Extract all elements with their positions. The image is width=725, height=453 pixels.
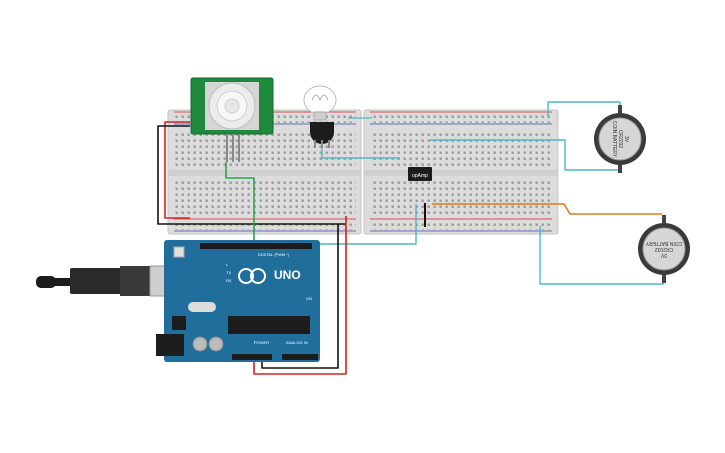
- battery-2-model: CR2032: [655, 246, 674, 252]
- chip-atmega: [228, 316, 310, 334]
- reset-button: [173, 246, 185, 258]
- power-jack: [156, 334, 184, 356]
- coin-battery-2[interactable]: 3V CR2032 COIN BATTERY: [638, 215, 690, 283]
- crystal: [188, 302, 216, 312]
- breadboard-right: [363, 109, 559, 235]
- wire-cyan-battery1-bottom: [430, 139, 620, 171]
- led-tx-label: TX: [226, 270, 231, 275]
- arduino-uno[interactable]: UNO DIGITAL (PWM~) POWER ANALOG IN L TX …: [156, 240, 320, 362]
- led-l-label: L: [226, 262, 229, 267]
- pir-sensor[interactable]: [190, 77, 274, 162]
- wire-black-ground-left: [157, 125, 345, 225]
- wire-green-pir-signal: [225, 162, 255, 242]
- battery-1-voltage: 3V: [623, 136, 629, 143]
- transistor[interactable]: [310, 122, 334, 148]
- wire-red-power-left: [164, 121, 190, 219]
- battery-2-voltage: 3V: [660, 252, 667, 258]
- wire-orange-opamp-out: [432, 203, 662, 215]
- coin-battery-1[interactable]: 3V CR2032 COIN BATTERY: [594, 105, 646, 173]
- opamp-chip[interactable]: opAmp: [408, 167, 432, 181]
- arduino-logo: [238, 268, 254, 284]
- on-label: ON: [306, 296, 312, 301]
- battery-1-model: CR2032: [617, 130, 623, 149]
- opamp-label: opAmp: [412, 173, 428, 179]
- component-lead: [424, 203, 426, 227]
- battery-2-type: COIN BATTERY: [645, 240, 682, 246]
- light-bulb[interactable]: [303, 85, 337, 121]
- wire-cyan-battery2: [539, 226, 664, 285]
- power-label: POWER: [254, 340, 269, 345]
- arduino-model-label: UNO: [274, 268, 301, 282]
- power-header: [232, 354, 272, 360]
- digital-label: DIGITAL (PWM~): [258, 252, 290, 257]
- analog-label: ANALOG IN: [286, 340, 308, 345]
- battery-1-type: COIN BATTERY: [611, 121, 617, 158]
- led-rx-label: RX: [226, 278, 232, 283]
- analog-header: [282, 354, 318, 360]
- usb-cable: [36, 265, 181, 297]
- wire-cyan-battery1-top: [547, 101, 621, 116]
- digital-header: [200, 243, 312, 249]
